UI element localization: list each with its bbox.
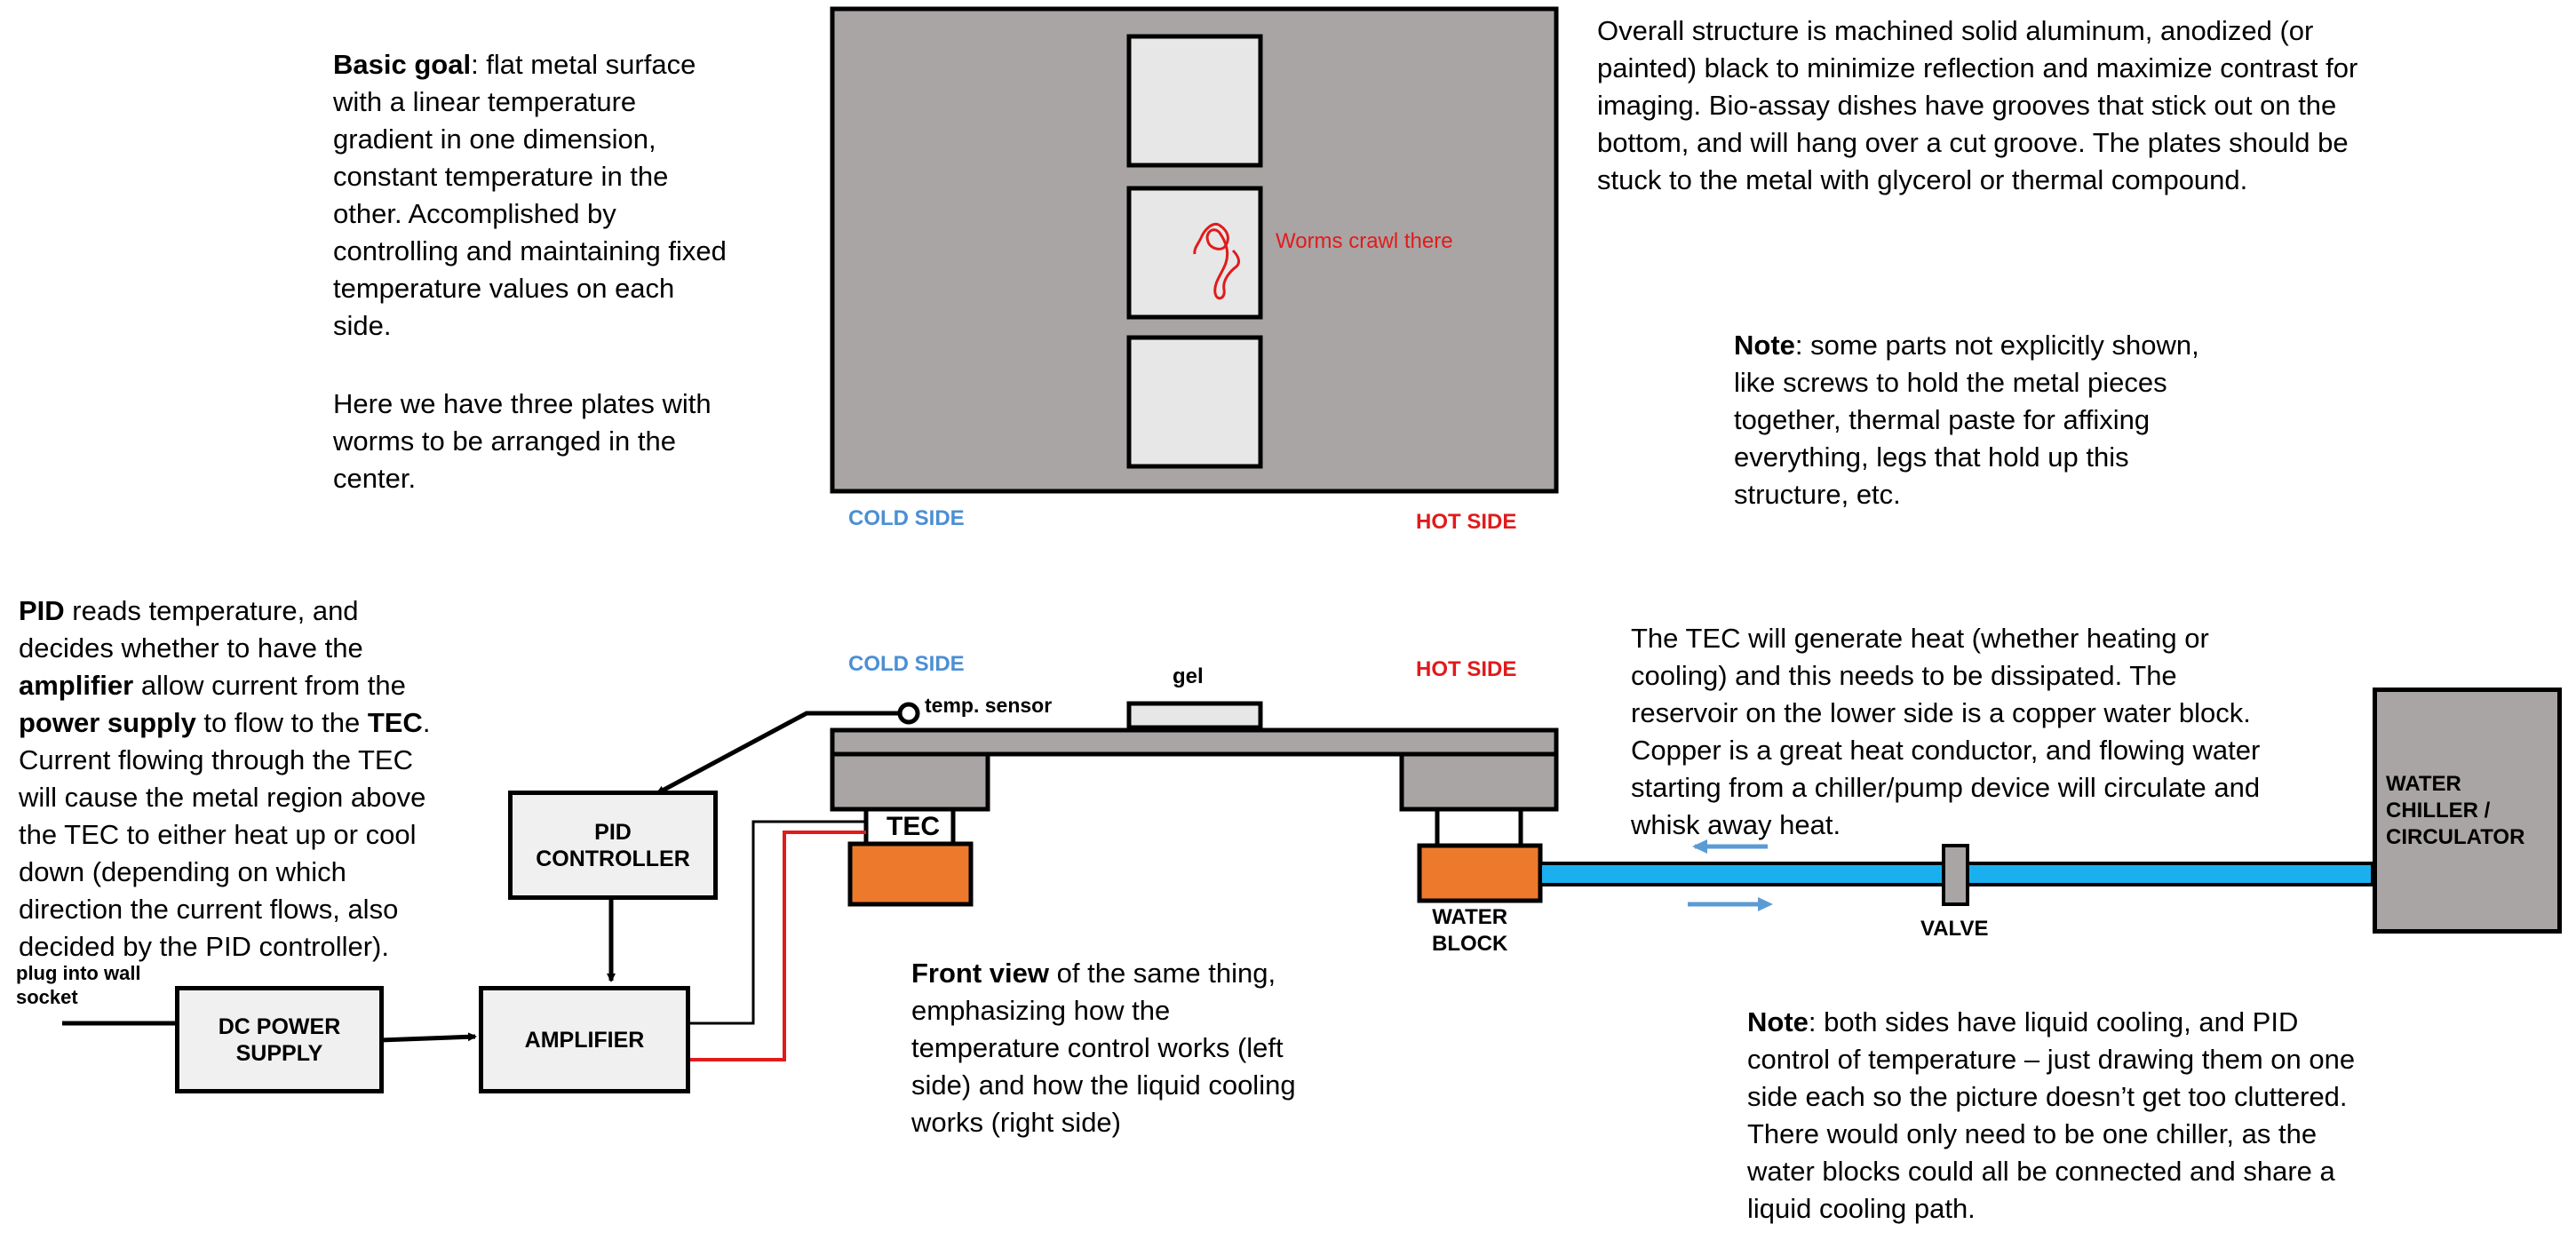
note-line-2: like screws to hold the metal pieces (1734, 367, 2167, 398)
gel-label: gel (1173, 664, 1204, 688)
plates-text: Here we have three plates with worms to … (333, 386, 712, 497)
pid-controller-box: PID CONTROLLER (508, 791, 718, 900)
pid-line-3: allow current from the (133, 670, 406, 701)
structure-line-2: painted) black to minimize reflection an… (1597, 52, 2358, 83)
valve (1942, 844, 1969, 906)
front-cold-side-label: COLD SIDE (848, 652, 965, 676)
assay-plate-1 (1126, 34, 1263, 168)
structure-text: Overall structure is machined solid alum… (1597, 12, 2357, 199)
tec-heat-text: The TEC will generate heat (whether heat… (1631, 620, 2260, 844)
water-block-label: WATER BLOCK (1432, 905, 1508, 956)
plates-line-3: center. (333, 463, 417, 494)
gel-block (1126, 701, 1263, 730)
goal-line-4: constant temperature in the (333, 161, 669, 192)
basic-goal-text: Basic goal: flat metal surface with a li… (333, 46, 727, 345)
pid-explanation-text: PID reads temperature, and decides wheth… (19, 592, 430, 966)
pid-line-9: direction the current flows, also (19, 894, 399, 925)
top-cold-side-label: COLD SIDE (848, 506, 965, 530)
top-hot-side-label: HOT SIDE (1416, 510, 1517, 534)
note2-line-5: water blocks could all be connected and … (1747, 1156, 2335, 1187)
valve-label: VALVE (1920, 917, 1989, 941)
plates-line-2: worms to be arranged in the (333, 425, 676, 457)
right-water-block (1417, 843, 1543, 903)
front-view-heading: Front view (911, 958, 1050, 989)
goal-line-1: : flat metal surface (471, 49, 696, 80)
front-view-text: Front view of the same thing, emphasizin… (911, 955, 1296, 1141)
dc-to-amp-arrow (379, 1032, 477, 1043)
tec-label: TEC (886, 812, 940, 841)
tec-heat-line-2: cooling) and this needs to be dissipated… (1631, 660, 2177, 691)
tec-heat-line-6: whisk away heat. (1631, 809, 1841, 840)
goal-line-3: gradient in one dimension, (333, 123, 656, 155)
front-line-1: of the same thing, (1049, 958, 1276, 989)
tec-heat-line-3: reservoir on the lower side is a copper … (1631, 697, 2251, 728)
tec-heat-line-4: Copper is a great heat conductor, and fl… (1631, 735, 2261, 766)
note2-line-1: : both sides have liquid cooling, and PI… (1808, 1006, 2299, 1037)
note2-line-2: control of temperature – just drawing th… (1747, 1044, 2356, 1075)
note-line-5: structure, etc. (1734, 479, 1901, 510)
sensor-wire (656, 711, 900, 796)
front-line-3: temperature control works (left (911, 1032, 1284, 1063)
pid-line-2: decides whether to have the (19, 632, 363, 664)
tec-word: TEC (367, 707, 423, 738)
flow-arrow-right-head (1758, 897, 1773, 911)
flow-arrow-left-head (1692, 839, 1707, 854)
worm-label: Worms crawl there (1276, 229, 1453, 253)
note-text: Note: some parts not explicitly shown, l… (1734, 327, 2199, 513)
pid-line-4-end: . (422, 707, 431, 738)
left-leg (830, 751, 990, 812)
plug-label: plug into wall socket (16, 962, 141, 1008)
amp-to-tec-red-wire (689, 831, 866, 1061)
temp-sensor-dot (897, 702, 920, 725)
goal-line-8: side. (333, 310, 392, 341)
amp-to-tec-black-wire (689, 820, 866, 1025)
note2-line-4: There would only need to be one chiller,… (1747, 1118, 2318, 1149)
note2-heading: Note (1747, 1006, 1809, 1037)
pid-line-5: Current flowing through the TEC (19, 744, 413, 775)
front-metal-bar (830, 727, 1559, 757)
front-line-2: emphasizing how the (911, 995, 1171, 1026)
pid-line-1: reads temperature, and (64, 595, 359, 626)
tec-heat-line-5: starting from a chiller/pump device will… (1631, 772, 2261, 803)
pid-line-4: to flow to the (195, 707, 368, 738)
tec-heat-line-1: The TEC will generate heat (whether heat… (1631, 623, 2209, 654)
pid-line-10: decided by the PID controller). (19, 931, 389, 962)
note2-text: Note: both sides have liquid cooling, an… (1747, 1004, 2355, 1228)
left-water-block (847, 841, 974, 907)
structure-line-3: imaging. Bio-assay dishes have grooves t… (1597, 90, 2337, 121)
structure-line-4: bottom, and will hang over a cut groove.… (1597, 127, 2349, 158)
pid-line-6: will cause the metal region above (19, 782, 426, 813)
goal-line-2: with a linear temperature (333, 86, 637, 117)
note-line-4: everything, legs that hold up this (1734, 441, 2129, 473)
plates-line-1: Here we have three plates with (333, 388, 712, 419)
front-line-4: side) and how the liquid cooling (911, 1069, 1296, 1101)
amplifier-box: AMPLIFIER (479, 986, 690, 1093)
pid-line-8: down (depending on which (19, 856, 346, 887)
front-hot-side-label: HOT SIDE (1416, 657, 1517, 681)
temp-sensor-label: temp. sensor (925, 694, 1053, 717)
structure-line-5: stuck to the metal with glycerol or ther… (1597, 164, 2248, 195)
note-line-1: : some parts not explicitly shown, (1794, 330, 2199, 361)
amplifier-word: amplifier (19, 670, 134, 701)
note2-line-3: side each so the picture doesn’t get too… (1747, 1081, 2348, 1112)
assay-plate-3 (1126, 335, 1263, 469)
pid-line-7: the TEC to either heat up or cool (19, 819, 417, 850)
pid-word: PID (19, 595, 65, 626)
worm-drawing (1193, 222, 1240, 300)
goal-line-5: other. Accomplished by (333, 198, 616, 229)
structure-line-1: Overall structure is machined solid alum… (1597, 15, 2314, 46)
water-chiller-box: WATER CHILLER / CIRCULATOR (2373, 688, 2562, 934)
power-supply-word: power supply (19, 707, 196, 738)
note-line-3: together, thermal paste for affixing (1734, 404, 2151, 435)
goal-line-7: temperature values on each (333, 273, 675, 304)
goal-line-6: controlling and maintaining fixed (333, 235, 727, 266)
dc-power-supply-box: DC POWER SUPPLY (175, 986, 384, 1093)
front-line-5: works (right side) (911, 1107, 1121, 1138)
right-leg (1399, 751, 1559, 812)
note2-line-6: liquid cooling path. (1747, 1193, 1976, 1224)
basic-goal-heading: Basic goal (333, 49, 472, 80)
note-heading: Note (1734, 330, 1795, 361)
